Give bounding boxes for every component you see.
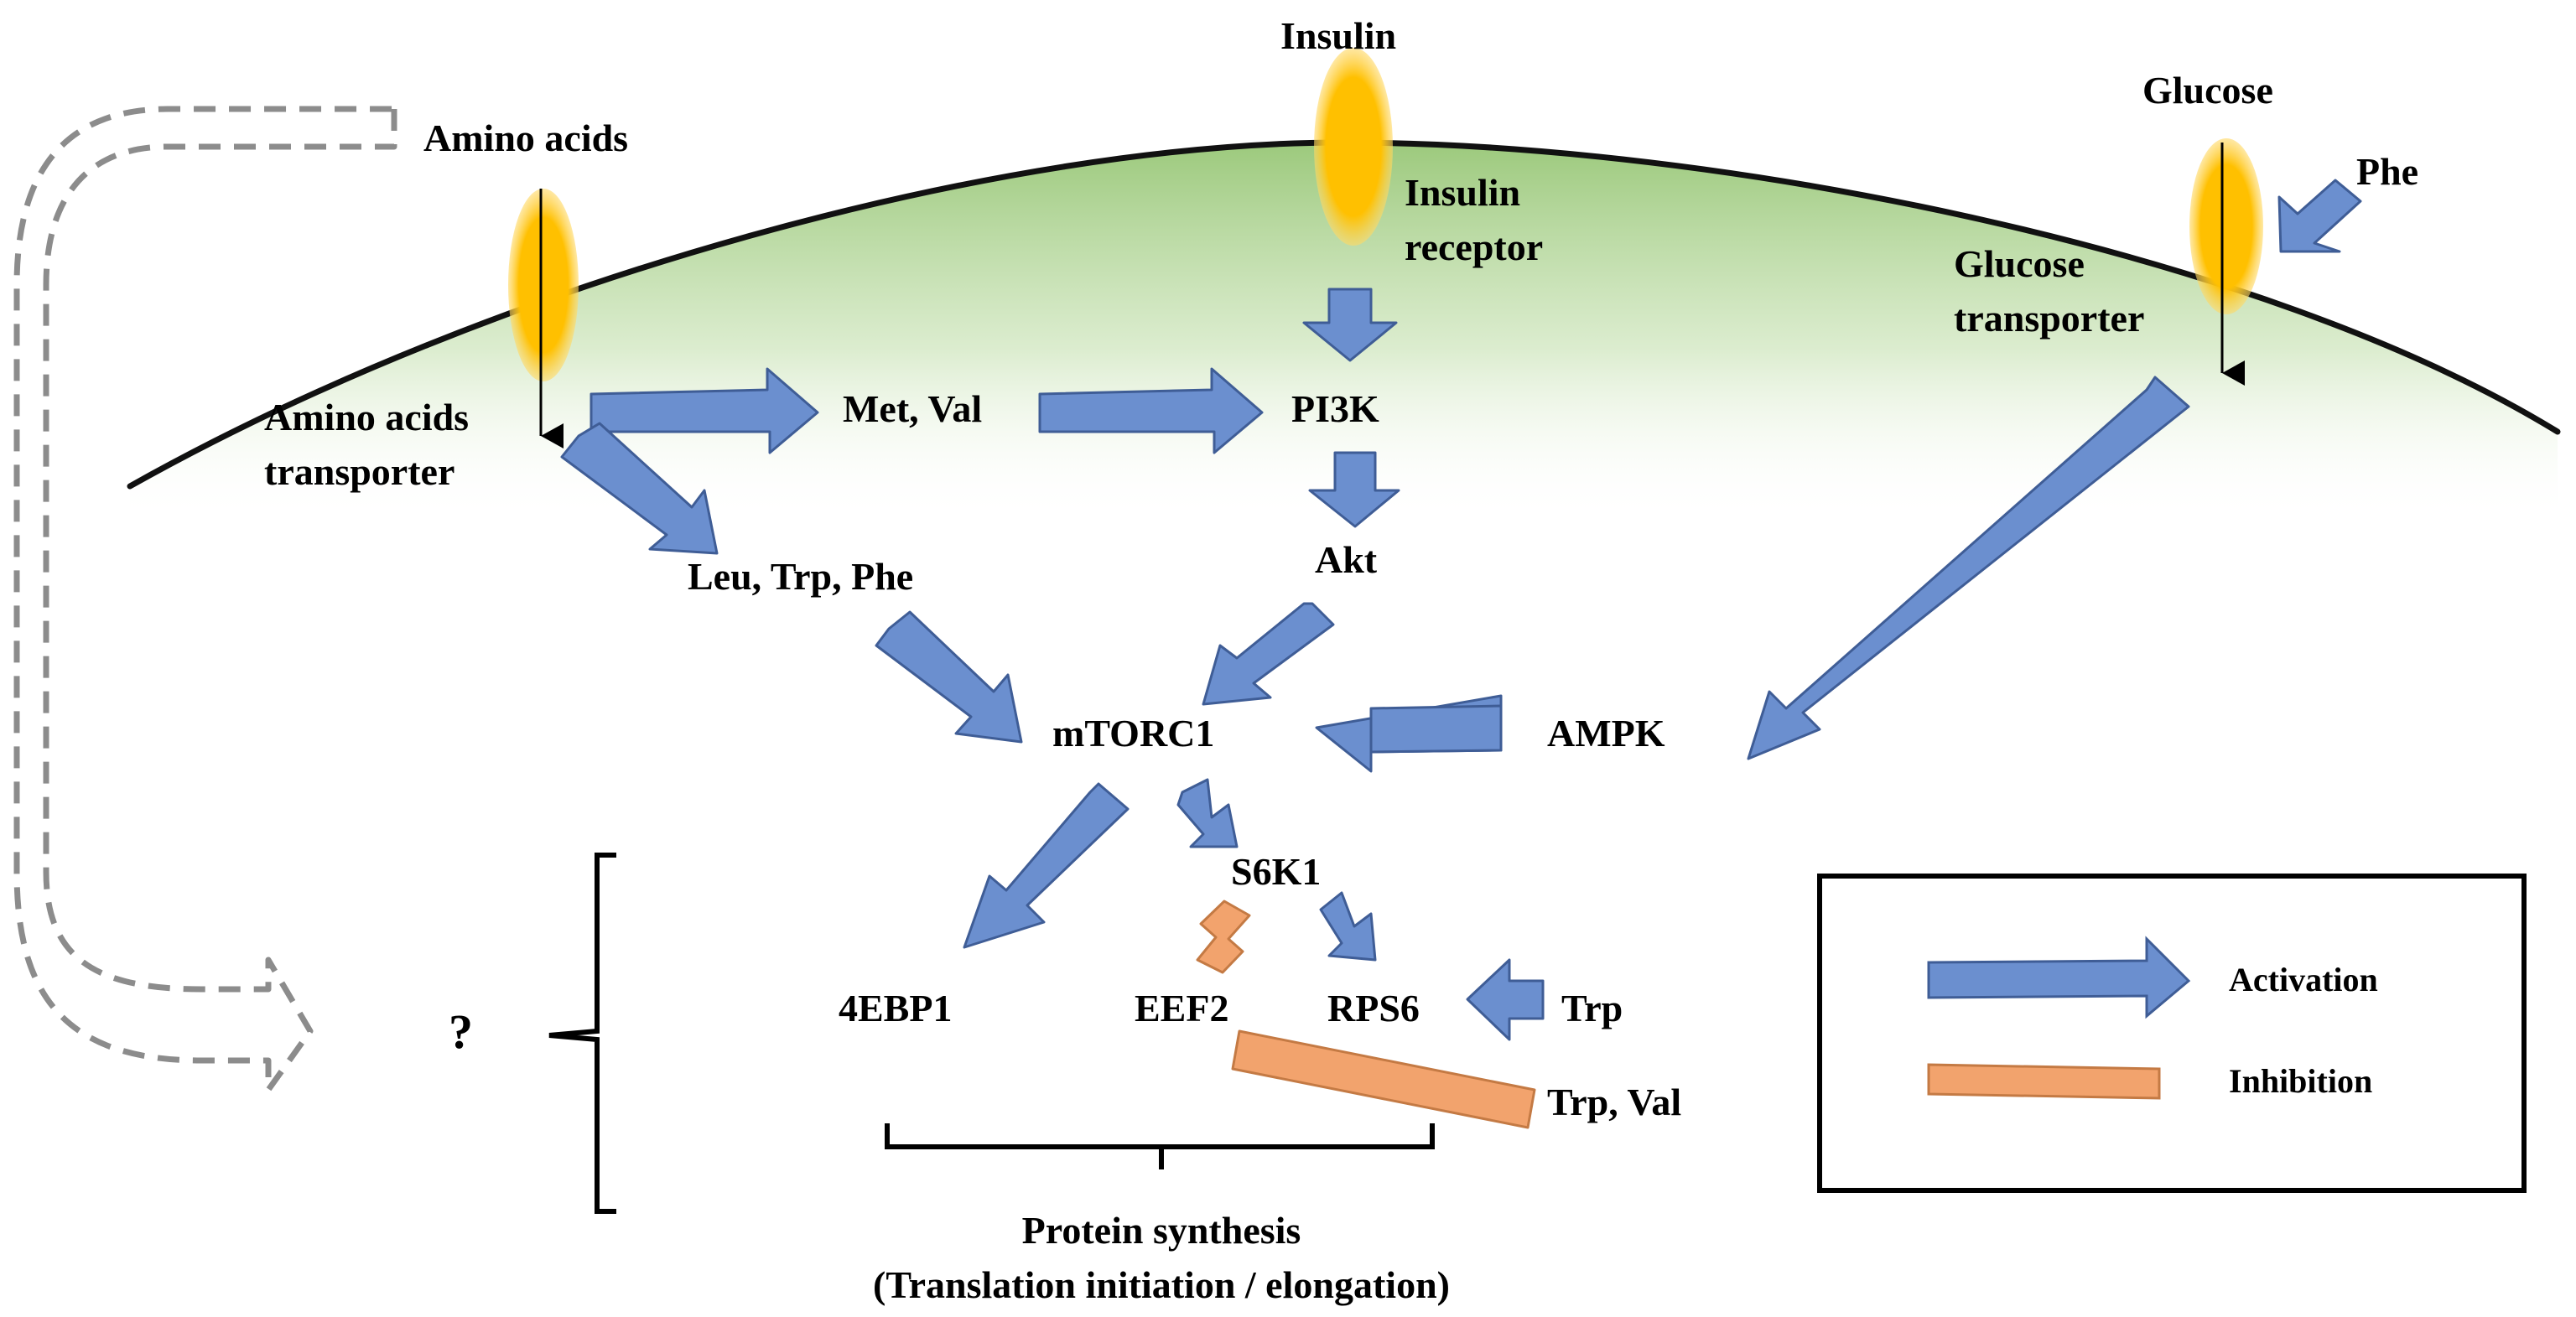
arrow-ampk-to-mtorc1-body [1369, 704, 1503, 754]
arrow-transporter-to-met-val [589, 367, 819, 454]
arrow-trp-to-rps6 [1466, 958, 1545, 1041]
unknown-mechanism-label: ? [449, 1004, 473, 1059]
legend-box [1817, 874, 2527, 1193]
leu-trp-phe-label: Leu, Trp, Phe [688, 555, 913, 598]
insulin-receptor-icon [1314, 48, 1393, 246]
rps6-label: RPS6 [1327, 987, 1420, 1029]
s6k1-label: S6K1 [1231, 850, 1321, 893]
arrow-akt-to-mtorc1 [1202, 602, 1335, 706]
eef2-label: EEF2 [1135, 987, 1228, 1029]
inhibition-s6k1-eef2 [1196, 900, 1251, 974]
glucose-label: Glucose [2142, 69, 2273, 111]
arrow-phe-to-glucose-transporter [2277, 179, 2362, 253]
glucose-transporter-label-1: Glucose [1954, 242, 2085, 285]
trp-val-label: Trp, Val [1547, 1081, 1681, 1123]
mtorc1-label: mTORC1 [1052, 712, 1214, 754]
legend-activation-arrow-icon [1927, 936, 2191, 1019]
insulin-receptor-label-1: Insulin [1405, 171, 1520, 214]
arrow-glucose-transporter-to-ampk [1747, 376, 2190, 760]
inhibition-trp-val-eef2 [1231, 1029, 1536, 1129]
arrow-insulin-to-pi3k [1302, 288, 1398, 362]
arrow-pi3k-to-akt [1308, 451, 1400, 528]
glucose-transporter-label-2: transporter [1954, 297, 2144, 340]
translation-initiation-elongation-label: (Translation initiation / elongation) [873, 1263, 1450, 1306]
protein-synthesis-label: Protein synthesis [1022, 1209, 1301, 1252]
trp-label: Trp [1561, 987, 1623, 1029]
amino-acids-label: Amino acids [423, 117, 628, 159]
arrow-transporter-to-leu-trp-phe [560, 422, 719, 555]
akt-label: Akt [1315, 538, 1378, 581]
phe-label: Phe [2356, 150, 2418, 193]
met-val-label: Met, Val [843, 387, 982, 430]
amino-acid-transporter-icon [508, 189, 579, 381]
amino-acid-transporter-label-1: Amino acids [264, 396, 469, 438]
arrow-s6k1-to-rps6 [1319, 891, 1377, 962]
arrow-leu-trp-phe-to-mtorc1 [875, 610, 1023, 744]
ampk-label: AMPK [1547, 712, 1665, 754]
insulin-label: Insulin [1280, 14, 1396, 57]
bottom-brace [885, 1123, 1435, 1169]
legend-inhibition-label: Inhibition [2229, 1062, 2372, 1100]
pi3k-label: PI3K [1291, 387, 1379, 430]
arrow-met-val-to-pi3k [1038, 367, 1264, 454]
arrow-mtorc1-to-4ebp1 [963, 782, 1130, 949]
arrow-mtorc1-to-s6k1 [1176, 778, 1239, 848]
glucose-transporter-icon [2189, 138, 2263, 314]
4ebp1-label: 4EBP1 [839, 987, 952, 1029]
legend-activation-label: Activation [2229, 961, 2378, 998]
left-curly-brace [548, 853, 616, 1214]
legend-inhibition-bar-icon [1927, 1063, 2161, 1100]
amino-acid-transporter-label-2: transporter [264, 450, 454, 493]
insulin-receptor-label-2: receptor [1405, 226, 1543, 268]
feedback-dashed-arrow [13, 106, 397, 1093]
